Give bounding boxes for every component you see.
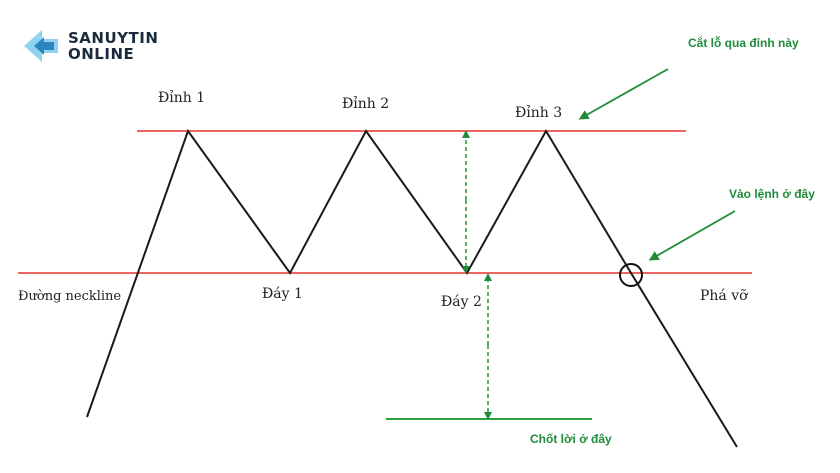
trough2-label: Đáy 2 — [441, 294, 482, 310]
stop-loss-annotation: Cắt lỗ qua đỉnh này — [688, 35, 799, 50]
breakout-label: Phá vỡ — [700, 288, 749, 304]
stop-loss-arrow — [578, 68, 669, 120]
entry-annotation: Vào lệnh ở đây — [729, 187, 815, 201]
neckline-label: Đường neckline — [18, 289, 121, 304]
brand-line1: SANUYTIN — [68, 29, 159, 47]
entry-arrow — [648, 210, 736, 261]
brand-logo: SANUYTIN ONLINE — [22, 26, 158, 66]
trough1-label: Đáy 1 — [262, 286, 303, 302]
peak1-label: Đỉnh 1 — [158, 89, 205, 106]
breakout-circle — [619, 263, 643, 287]
arrow-logo-icon — [24, 30, 58, 62]
take-profit-annotation: Chốt lời ở đây — [530, 432, 612, 446]
peak2-label: Đỉnh 2 — [342, 95, 389, 112]
peak3-label: Đỉnh 3 — [515, 104, 562, 121]
brand-name: SANUYTIN ONLINE — [68, 30, 158, 62]
price-line — [86, 128, 738, 448]
brand-line2: ONLINE — [68, 45, 135, 63]
